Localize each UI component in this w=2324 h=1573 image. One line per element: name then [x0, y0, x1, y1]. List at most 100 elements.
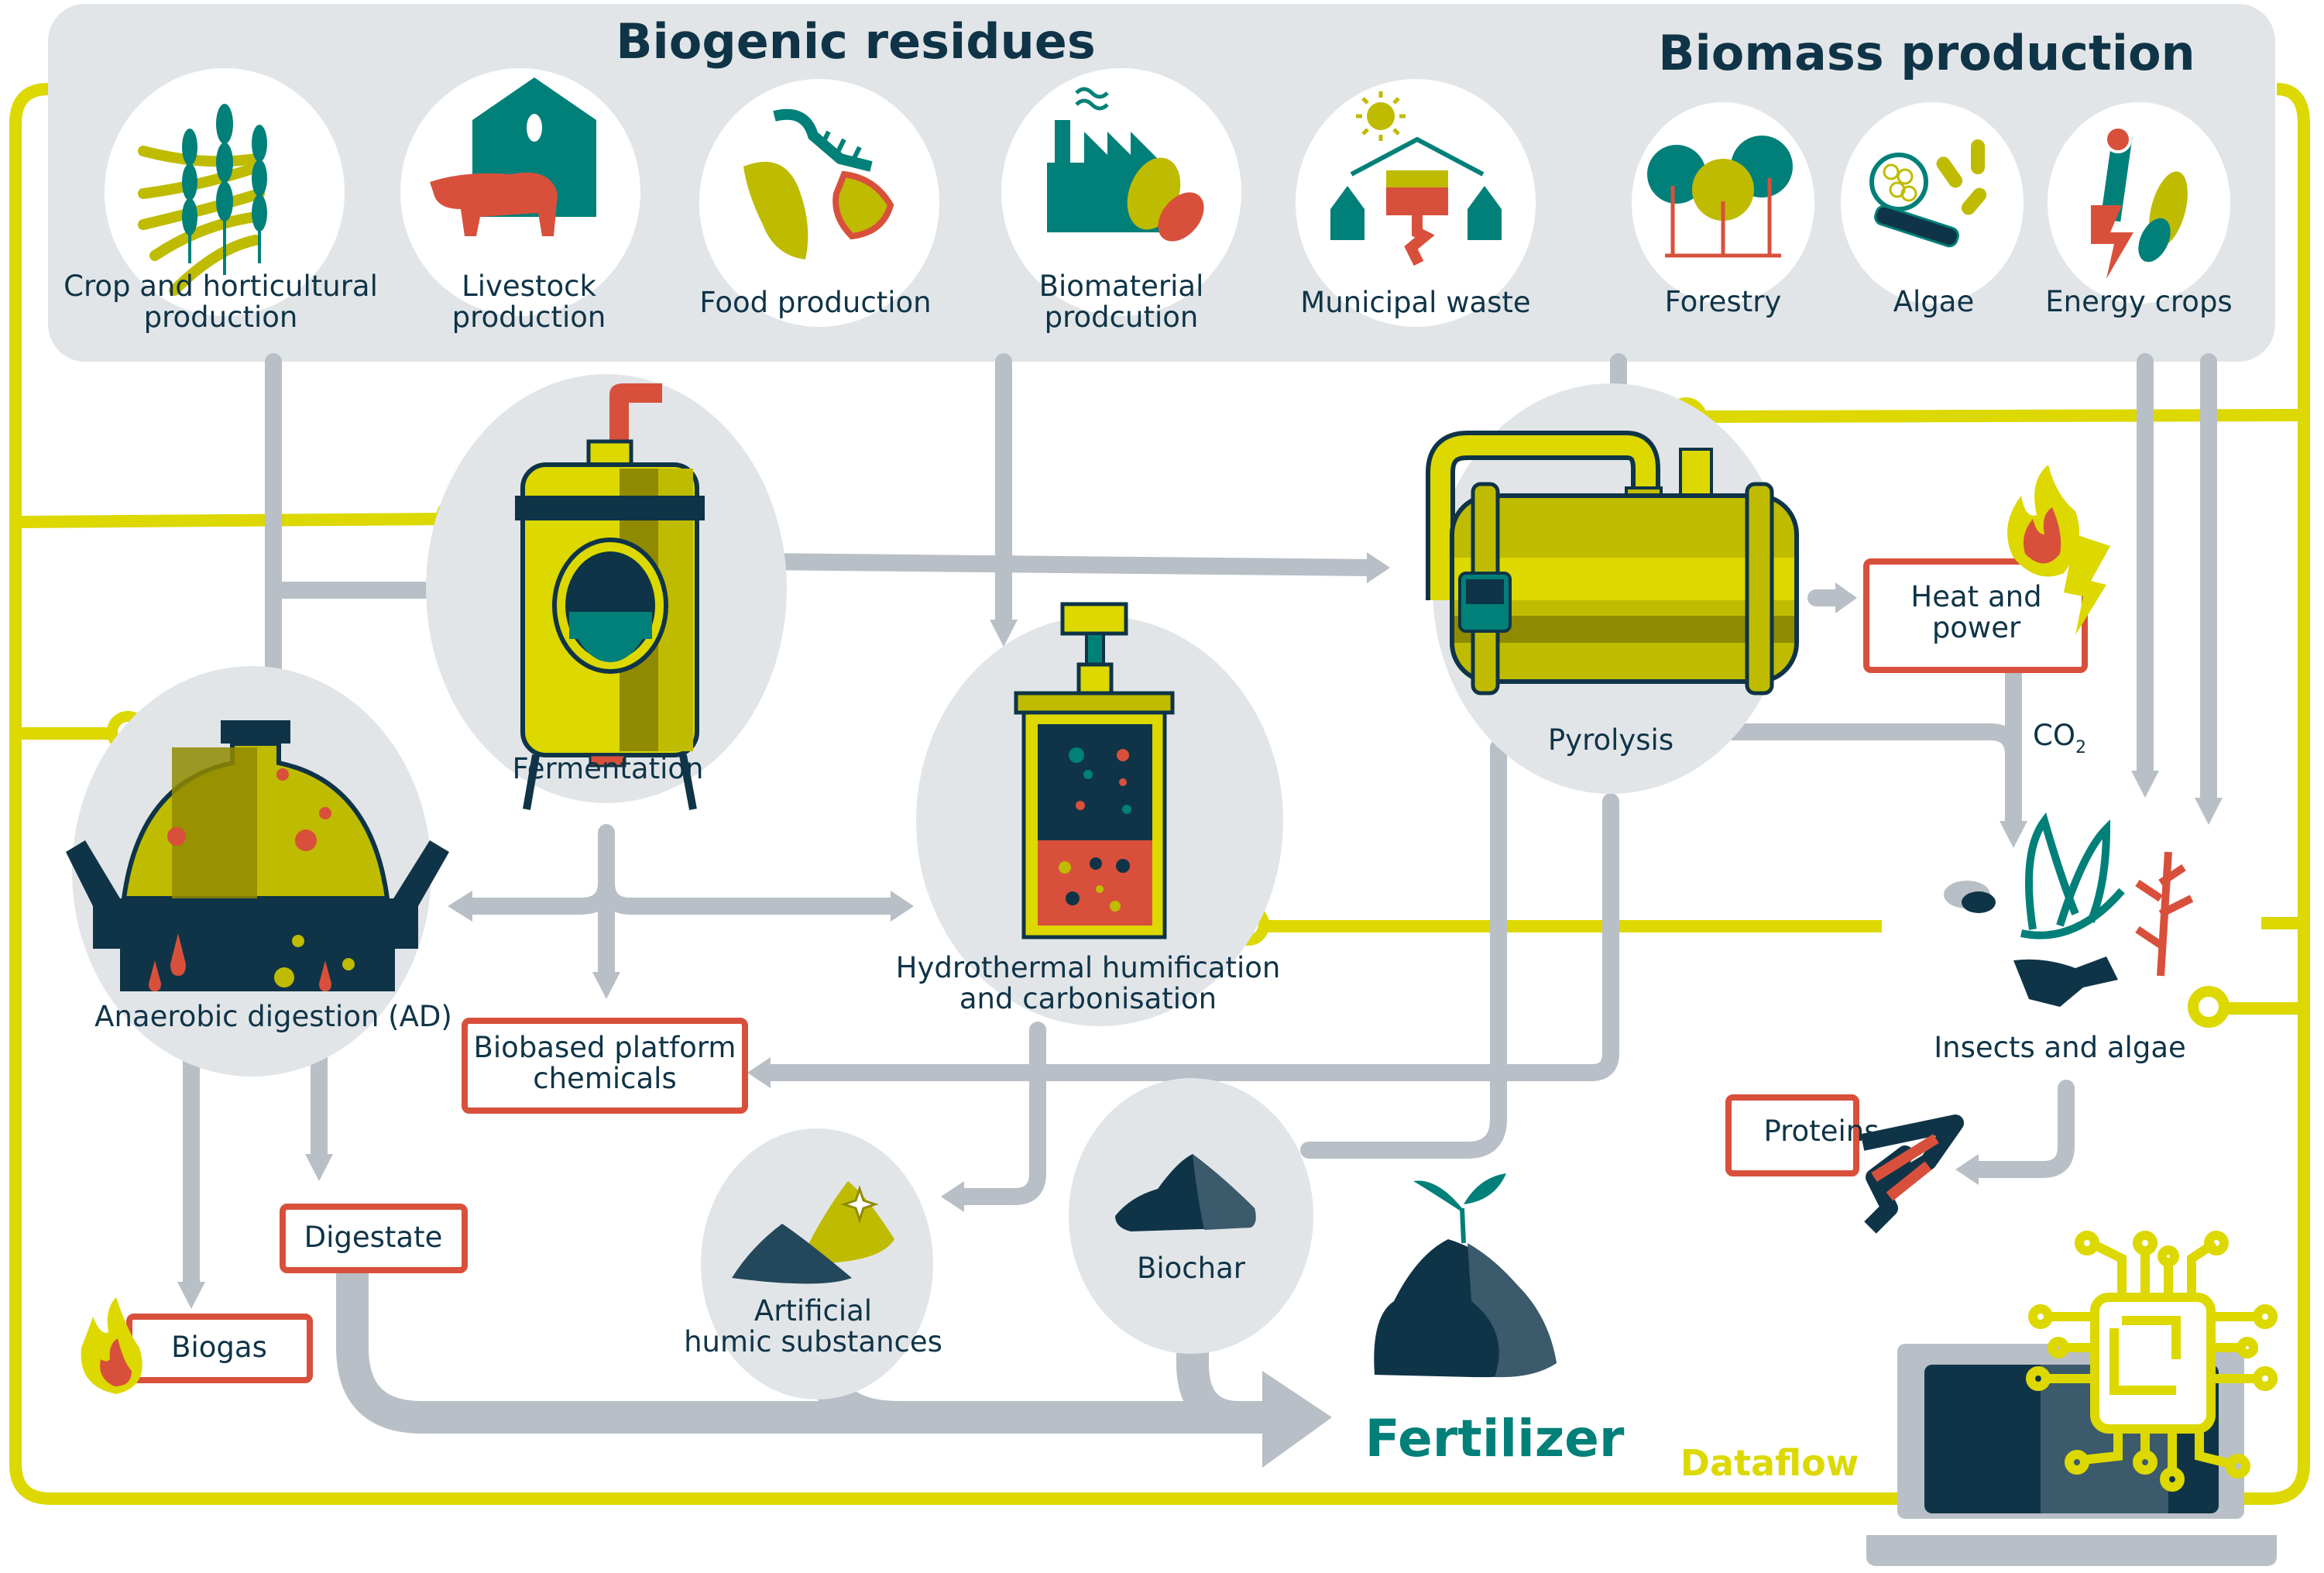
- dataflow-laptop[interactable]: Dataflow: [1680, 1231, 2278, 1566]
- fire-lightning-icon: [2007, 465, 2110, 635]
- wheat-field-icon: [138, 104, 267, 296]
- insects-algae-icon: [1944, 812, 2194, 1007]
- biomass-production-title: Biomass production: [1658, 25, 2195, 81]
- process-pyrolysis[interactable]: Pyrolysis: [1426, 383, 1799, 794]
- output-digestate[interactable]: Digestate: [280, 1204, 468, 1273]
- process-anaerobic-digestion[interactable]: Anaerobic digestion (AD): [66, 666, 452, 1077]
- source-label-line1: Biomaterial: [1039, 270, 1204, 303]
- dataflow-frame: [9, 83, 2310, 1505]
- output-label: Digestate: [304, 1221, 443, 1254]
- arrow-pyrolysis-to-biochar: [1300, 739, 1507, 1159]
- fire-icon: [81, 1297, 142, 1394]
- source-forestry[interactable]: Forestry: [1632, 102, 1814, 318]
- output-box: [462, 1018, 748, 1114]
- trees-icon: [1647, 136, 1793, 258]
- arrow-head: [2131, 771, 2159, 798]
- source-label-line1: Algae: [1893, 285, 1975, 318]
- arrow-head: [1835, 582, 1857, 613]
- output-label-line2: humic substances: [684, 1325, 942, 1358]
- biogenic-residues-title: Biogenic residues: [616, 13, 1096, 70]
- energy-crops-icon: [2091, 125, 2188, 279]
- source-food[interactable]: Food production: [699, 79, 939, 327]
- arrow-biochar-to-fertilizer: [1176, 1321, 1241, 1434]
- output-biogas[interactable]: Biogas: [81, 1297, 313, 1394]
- factory-leaf-icon: [1047, 87, 1204, 242]
- protein-helix-icon: [1860, 1114, 1964, 1234]
- fermenter-icon: [515, 383, 705, 810]
- greenhouse-icon: [1330, 91, 1502, 266]
- source-label-line2: prodcution: [1045, 301, 1199, 334]
- process-fermentation[interactable]: Fermentation: [426, 374, 787, 810]
- source-circle: [1841, 102, 2024, 304]
- laptop-base: [1866, 1535, 2277, 1566]
- source-label-line1: Forestry: [1665, 285, 1782, 318]
- process-label: Pyrolysis: [1548, 723, 1673, 757]
- arrow-fermentation-to-hydrothermal: [598, 874, 903, 915]
- arrow-pyrolysis-to-biobased: [758, 793, 1619, 1081]
- output-label: Proteins: [1764, 1114, 1879, 1148]
- arrow-head: [592, 972, 620, 999]
- process-label: Insects and algae: [1934, 1031, 2186, 1064]
- arrow-digestate-to-fertilizer: [336, 1231, 1262, 1434]
- source-biomaterial[interactable]: Biomaterial prodcution: [1001, 68, 1241, 334]
- co2-label: CO2: [2033, 719, 2086, 757]
- output-box-full: [1725, 1094, 1859, 1176]
- arrow-head: [2000, 821, 2027, 848]
- process-label-line1: Hydrothermal humification: [896, 951, 1281, 984]
- arrow-head: [2195, 798, 2223, 825]
- output-label: Biogas: [171, 1331, 267, 1364]
- arrow-head: [177, 1282, 205, 1309]
- pyrolysis-reactor-icon: [1426, 431, 1799, 695]
- arrow-head: [1955, 1154, 1979, 1185]
- arrow-pyrolysis-co2: [1684, 723, 2022, 833]
- process-hydrothermal[interactable]: Hydrothermal humification and carbonisat…: [896, 602, 1283, 1026]
- arrow-insects-to-proteins: [1966, 1080, 2075, 1178]
- source-crop[interactable]: Crop and horticultural production: [64, 68, 378, 334]
- process-label: Fermentation: [513, 752, 704, 785]
- arrow-head: [941, 1181, 964, 1212]
- algae-cells-icon: [1869, 139, 1987, 248]
- source-energy-crops[interactable]: Energy crops: [2045, 102, 2233, 318]
- source-circle: [2048, 102, 2230, 304]
- dataflow-node-insects[interactable]: [2188, 986, 2230, 1028]
- arrow-head: [448, 891, 472, 922]
- flow-arrows: [177, 353, 2223, 1468]
- source-label-line1: Energy crops: [2045, 285, 2232, 318]
- arrow-fermentation-pyrolysis: [750, 553, 1379, 576]
- hydrothermal-reactor-icon: [1014, 602, 1175, 939]
- dataflow-label: Dataflow: [1680, 1442, 1859, 1484]
- fertilizer-label: Fertilizer: [1365, 1409, 1625, 1468]
- source-municipal[interactable]: Municipal waste: [1296, 79, 1536, 327]
- output-fertilizer[interactable]: Fertilizer: [1365, 1173, 1625, 1468]
- output-label-line1: Artificial: [754, 1294, 872, 1327]
- source-label-line2: production: [144, 301, 298, 334]
- source-label-line2: production: [452, 301, 606, 334]
- co2-text: CO2: [2033, 719, 2086, 757]
- arrow-hydrothermal-to-humic: [952, 1022, 1046, 1205]
- source-algae[interactable]: Algae: [1841, 102, 2024, 318]
- source-label-line1: Livestock: [462, 270, 596, 303]
- process-insects-algae[interactable]: Insects and algae: [1934, 812, 2194, 1064]
- arrow-fermentation-to-ad: [460, 824, 615, 915]
- biochar-pile-icon: [1115, 1154, 1256, 1231]
- output-humic-substances[interactable]: Artificial humic substances: [684, 1128, 942, 1400]
- output-label: Biochar: [1137, 1252, 1246, 1285]
- output-biobased-chemicals[interactable]: Biobased platform chemicals: [462, 1018, 748, 1114]
- arrow-head: [305, 1154, 333, 1181]
- source-label-line1: Municipal waste: [1300, 286, 1530, 319]
- dataflow-branch-fermentation: [15, 513, 444, 528]
- arrow-head: [990, 620, 1018, 647]
- source-label-line1: Food production: [699, 286, 931, 319]
- soil-sprout-icon: [1374, 1173, 1557, 1378]
- output-biochar[interactable]: Biochar: [1069, 1078, 1313, 1354]
- output-heat-power[interactable]: Heat and power: [1863, 465, 2110, 673]
- output-label-line2: power: [1932, 611, 2021, 644]
- source-livestock[interactable]: Livestock production: [400, 68, 640, 334]
- barn-pig-icon: [430, 77, 596, 236]
- chip-circuit-icon: [2026, 1231, 2278, 1492]
- arrow-head: [891, 891, 914, 922]
- source-label-line1: Crop and horticultural: [64, 270, 378, 303]
- output-proteins[interactable]: Proteins: [1725, 1094, 1964, 1234]
- output-label-line1: Biobased platform: [474, 1031, 736, 1064]
